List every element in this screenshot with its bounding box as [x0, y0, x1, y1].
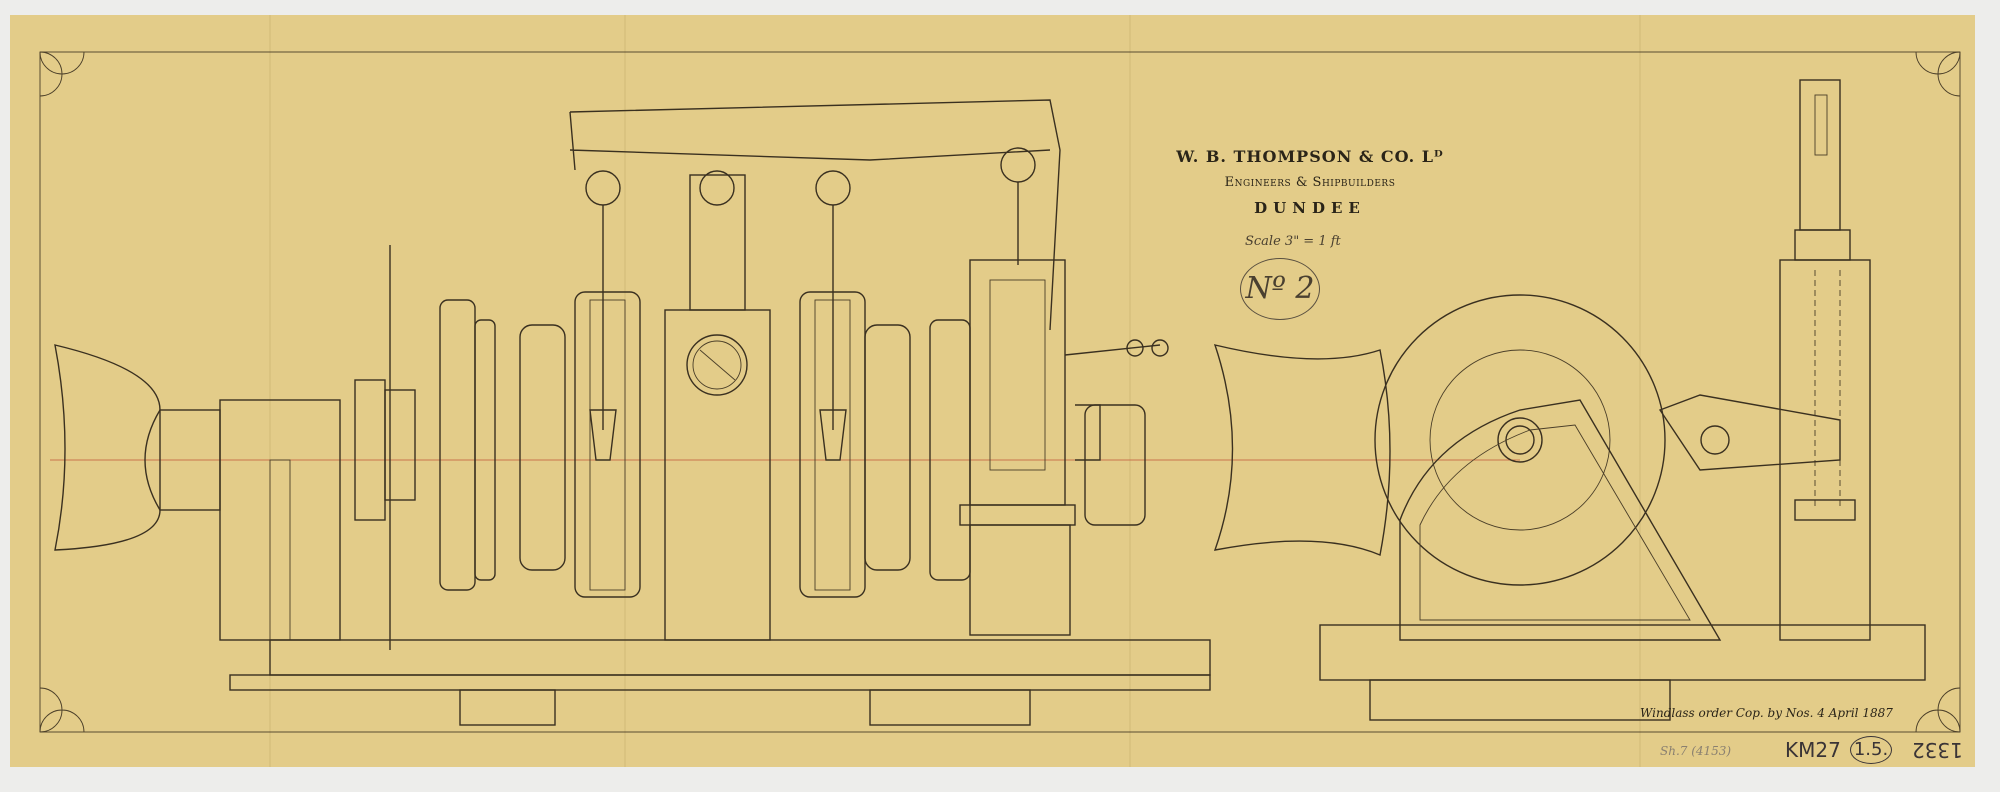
- paper-sheet: [10, 15, 1975, 767]
- drawing-scale: Scale 3" = 1 ft: [1245, 234, 1341, 249]
- sheet-reference: 1.5.: [1850, 736, 1892, 764]
- walking-beam: [569, 99, 1061, 331]
- front-elevation: [54, 99, 1391, 726]
- side-elevation: [1319, 79, 1926, 721]
- windlass-frame: [1399, 399, 1722, 641]
- pressure-gauge: [686, 334, 748, 396]
- pencil-reference: Sh.7 (4153): [1660, 744, 1732, 758]
- riding-bitt: [1779, 259, 1871, 641]
- right-warping-drum: [1213, 344, 1391, 556]
- left-warping-drum: [54, 344, 161, 551]
- handwritten-note: Windlass order Cop. by Nos. 4 April 1887: [1640, 706, 1893, 720]
- drawing-number: Nº 2: [1240, 258, 1320, 320]
- inverted-number: 1332: [1912, 738, 1963, 762]
- archive-code: KM27: [1785, 738, 1841, 762]
- spur-gear: [574, 291, 641, 598]
- company-city: DUNDEE: [1254, 199, 1366, 217]
- drawing-border: [39, 51, 1961, 733]
- company-title: W. B. THOMPSON & CO. Lᴰ: [1176, 147, 1444, 166]
- cable-wheel: [1374, 294, 1666, 586]
- company-subtitle: Engineers & Shipbuilders: [1224, 175, 1396, 190]
